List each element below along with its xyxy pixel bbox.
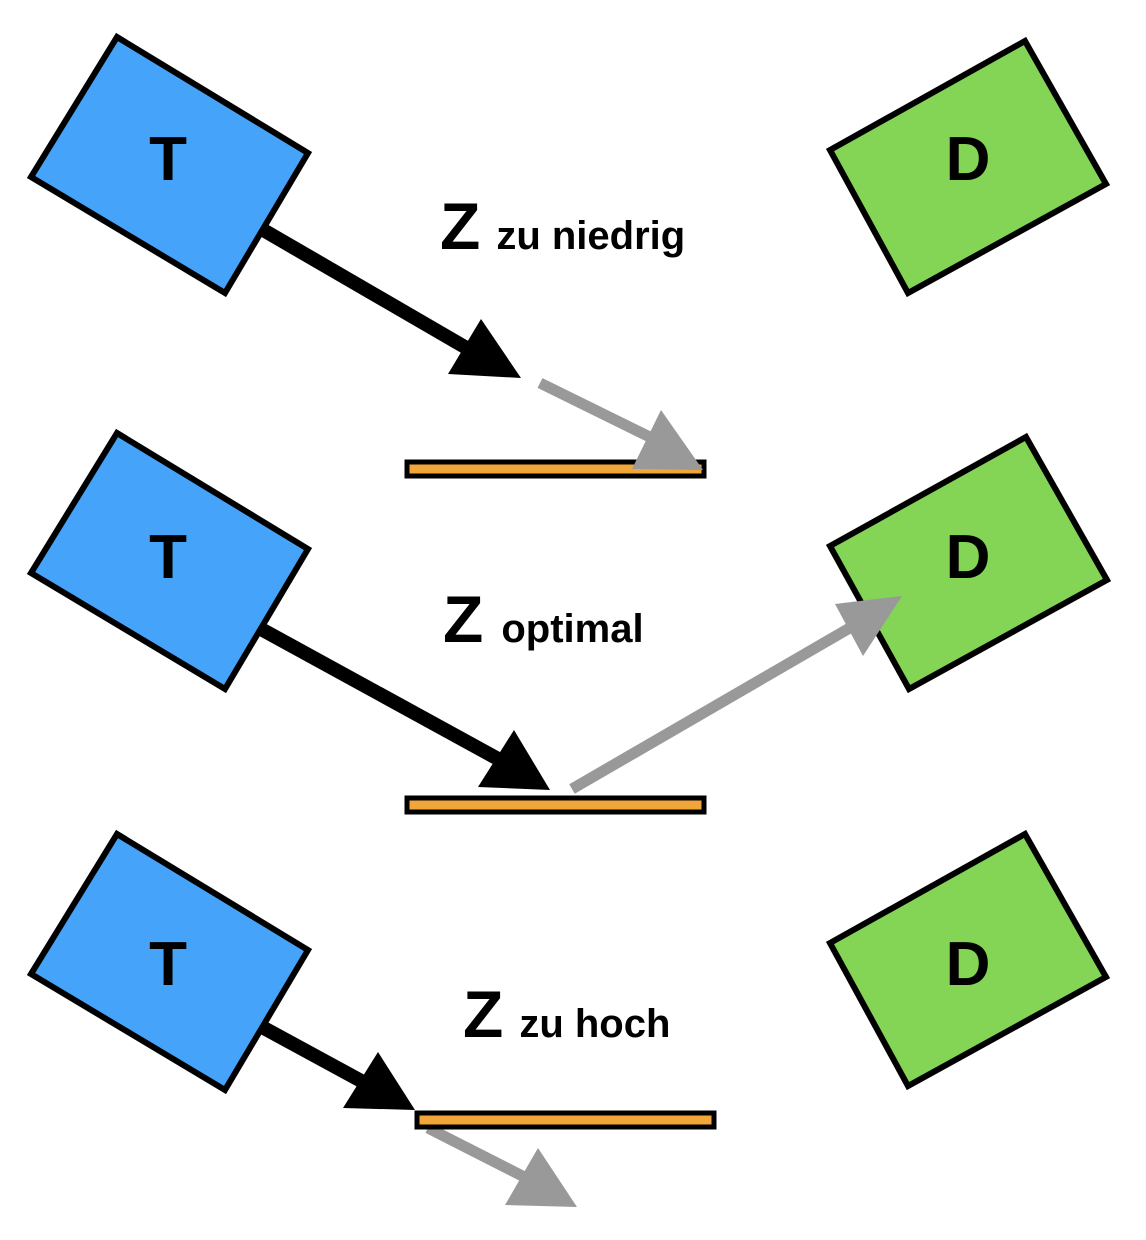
outgoing-arrow-shaft (425, 1123, 543, 1190)
row-zu-hoch: T D Z zu hoch (26, 829, 1111, 1207)
z-symbol: Z (463, 977, 503, 1051)
surface (404, 459, 707, 479)
outgoing-arrow-head (632, 410, 703, 470)
d-label: D (946, 523, 991, 592)
incident-arrow-shaft (257, 622, 504, 767)
incident-arrow-shaft (261, 224, 474, 357)
incident-arrow-head (343, 1052, 415, 1110)
d-label: D (946, 125, 991, 194)
t-label: T (149, 125, 187, 194)
d-box (825, 36, 1111, 298)
z-symbol: Z (443, 582, 483, 656)
z-qualifier: zu niedrig (496, 214, 685, 258)
z-qualifier: zu hoch (519, 1002, 670, 1046)
t-box (26, 428, 313, 694)
t-box (26, 829, 313, 1095)
row-optimal: T D Z optimal (26, 428, 1112, 815)
d-box (825, 829, 1111, 1091)
incident-arrow-shaft (258, 1020, 369, 1090)
d-box (825, 432, 1112, 694)
t-box (26, 32, 313, 298)
t-label: T (149, 930, 187, 999)
outgoing-arrow-head (835, 596, 902, 656)
incident-arrow-head (478, 730, 550, 790)
outgoing-arrow-shaft (537, 378, 665, 448)
outgoing-arrow-shaft (569, 617, 863, 794)
t-label: T (149, 523, 187, 592)
z-qualifier: optimal (501, 607, 643, 651)
z-symbol: Z (440, 189, 480, 263)
d-label: D (946, 930, 991, 999)
surface (414, 1110, 717, 1130)
surface (404, 795, 707, 815)
incident-arrow-head (448, 319, 521, 378)
row-zu-niedrig: T D Z zu niedrig (26, 32, 1111, 479)
outgoing-arrow-head (505, 1148, 577, 1207)
z-caption: Z zu hoch (463, 977, 670, 1051)
z-caption: Z optimal (443, 582, 644, 656)
z-caption: Z zu niedrig (440, 189, 685, 263)
